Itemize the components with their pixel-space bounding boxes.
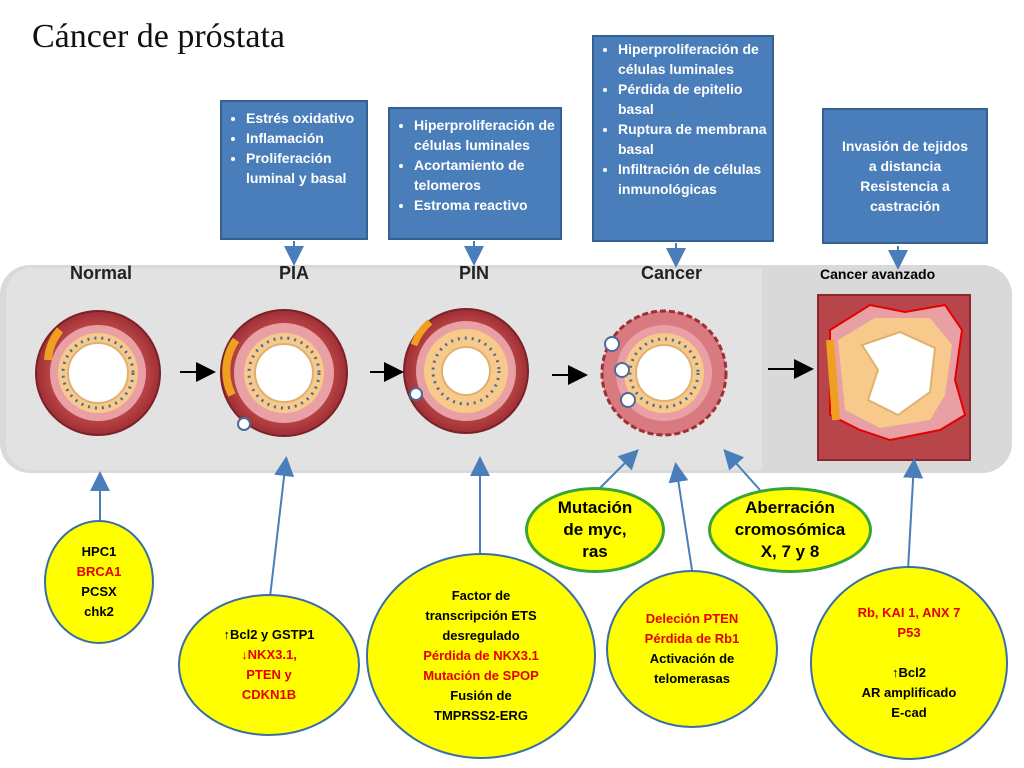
marker-line: Rb, KAI 1, ANX 7 [857,605,961,620]
myc-mutation-ellipse: Mutación de myc, ras [525,487,665,573]
feature-item: Estroma reactivo [414,195,560,215]
connector-line [269,456,295,598]
gland-cancer-illustration [600,309,728,437]
aberration-line: cromosómica [734,520,846,539]
feature-item: Acortamiento de telomeros [414,155,560,195]
pin-features-box: Hiperproliferación de células luminalesA… [388,107,562,240]
marker-line: Activación de [649,651,735,666]
connector-line [597,449,639,491]
marker-line: AR amplificado [861,685,957,700]
marker-line: ↓NKX3.1, [241,647,297,662]
aberration-line: X, 7 y 8 [760,542,820,561]
marker-line: PCSX [81,584,117,599]
stage-label-cancer: Cancer [641,263,703,283]
gland-normal-illustration [35,310,161,436]
feature-item: Estrés oxidativo [246,108,366,128]
marker-line: TMPRSS2-ERG [434,708,528,723]
marker-line: desregulado [442,628,520,643]
gland-pin-illustration [403,308,529,434]
marker-line: CDKN1B [241,687,297,702]
stage-label-normal: Normal [70,263,133,283]
stage-label-pia: PIA [279,263,310,283]
page-title: Cáncer de próstata [32,18,285,55]
marker-line: telomerasas [654,671,730,686]
marker-line: P53 [897,625,921,640]
pia-features-list: Estrés oxidativoInflamaciónProliferación… [222,108,366,188]
marker-line: Pérdida de Rb1 [644,631,740,646]
feature-item: Infiltración de células inmunológicas [618,159,772,199]
feature-item: Pérdida de epitelio basal [618,79,772,119]
marker-line: Factor de [451,588,511,603]
feature-item: Hiperproliferación de células luminales [618,39,772,79]
connector-line [668,462,693,571]
marker-line: PTEN y [246,667,292,682]
pia-markers-text: ↑Bcl2 y GSTP1 ↓NKX3.1, PTEN y CDKN1B [223,625,314,705]
marker-line: HPC1 [81,544,117,559]
aberration-line: Aberración [745,498,835,517]
pia-features-box: Estrés oxidativoInflamaciónProliferación… [220,100,368,240]
feature-item: Inflamación [246,128,366,148]
marker-line: BRCA1 [76,564,122,579]
pin-features-list: Hiperproliferación de células luminalesA… [390,115,560,215]
advanced-feature-line: castración [869,198,941,214]
cancer-features-list: Hiperproliferación de células luminalesP… [594,39,772,199]
advanced-feature-line: Resistencia a [860,178,950,194]
chromosomal-aberration-ellipse: Aberración cromosómica X, 7 y 8 [708,487,872,573]
pia-markers-ellipse: ↑Bcl2 y GSTP1 ↓NKX3.1, PTEN y CDKN1B [178,594,360,736]
feature-item: Hiperproliferación de células luminales [414,115,560,155]
feature-item: Proliferación luminal y basal [246,148,366,188]
marker-line: Pérdida de NKX3.1 [423,648,539,663]
cancer-features-box: Hiperproliferación de células luminalesP… [592,35,774,242]
advanced-cancer-illustration [817,294,971,461]
marker-line: ↑Bcl2 [892,665,926,680]
marker-line: E-cad [891,705,927,720]
connector-line [723,449,761,491]
stage-label-pin: PIN [459,263,490,283]
marker-line: Fusión de [450,688,512,703]
myc-line: ras [582,542,608,561]
marker-line: transcripción ETS [425,608,537,623]
advanced-feature-line: Invasión de tejidos [841,138,969,154]
advanced-features-box: Invasión de tejidos a distancia Resisten… [822,108,988,244]
myc-line: de myc, [563,520,627,539]
myc-line: Mutación [557,498,633,517]
marker-line [858,643,961,663]
connector-line [903,458,924,571]
marker-line: ↑Bcl2 y GSTP1 [223,627,315,642]
marker-line: Deleción PTEN [645,611,739,626]
gland-pia-illustration [220,309,348,437]
feature-item: Ruptura de membrana basal [618,119,772,159]
marker-line: chk2 [84,604,114,619]
advanced-feature-line: a distancia [868,158,942,174]
marker-line: Mutación de SPOP [423,668,539,683]
stage-label-advanced: Cancer avanzado [820,266,936,282]
